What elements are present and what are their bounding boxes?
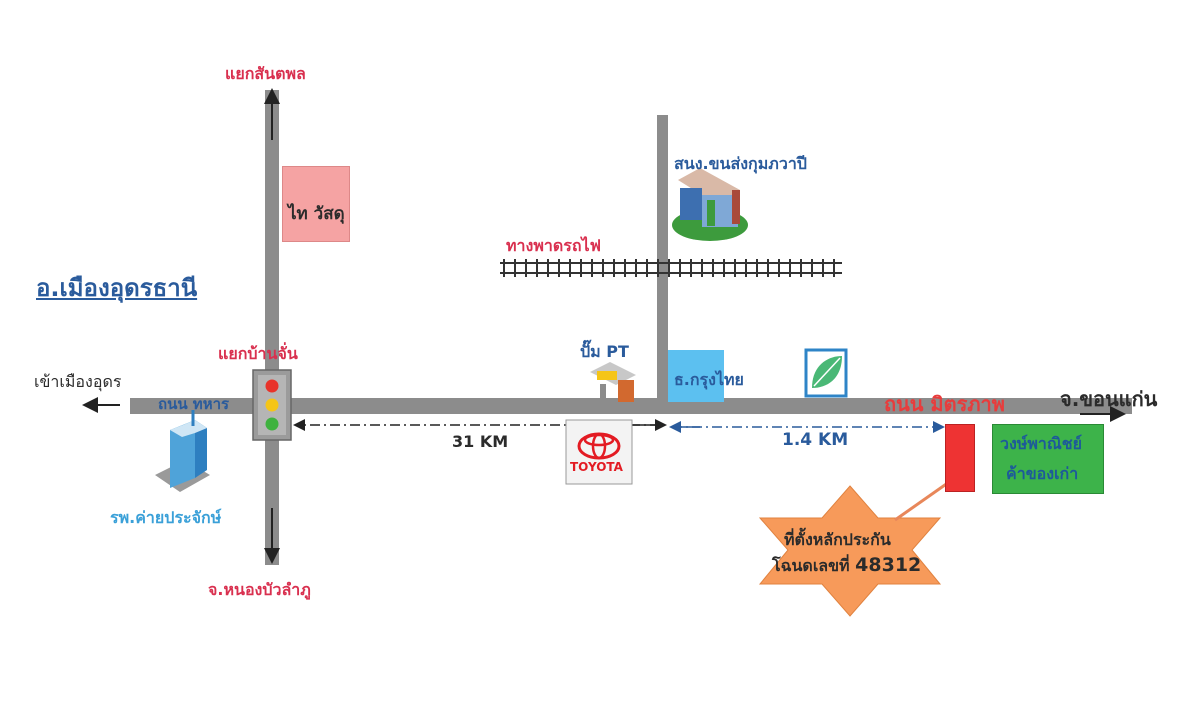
distance-1-4km-label: 1.4 KM bbox=[782, 430, 849, 450]
east-destination-label: จ.ขอนแก่น bbox=[1060, 387, 1158, 411]
store-box bbox=[282, 166, 350, 242]
property-marker bbox=[945, 424, 975, 492]
railway-track bbox=[500, 259, 842, 277]
office-building-icon bbox=[672, 168, 748, 241]
distance-31km-label: 31 KM bbox=[452, 432, 509, 451]
district-title: อ.เมืองอุดรธานี bbox=[36, 274, 198, 302]
bank-label: ธ.กรุงไทย bbox=[674, 370, 744, 389]
collateral-location-label: ที่ตั้งหลักประกัน bbox=[784, 530, 891, 549]
shop-label-line2: ค้าของเก่า bbox=[1006, 464, 1079, 483]
hospital-building-icon bbox=[155, 410, 210, 492]
shop-box bbox=[992, 424, 1104, 494]
road-east-label: ถนน มิตรภาพ bbox=[884, 392, 1005, 416]
road-vertical-west bbox=[265, 90, 279, 565]
road-west-label: ถนน ทหาร bbox=[158, 395, 230, 413]
deed-prefix: โฉนดเลขที่ bbox=[772, 556, 850, 575]
gas-station-label: ปั๊ม PT bbox=[580, 342, 629, 361]
office-label: สนง.ขนส่งกุมภวาปี bbox=[674, 154, 807, 173]
hospital-label: รพ.ค่ายประจักษ์ bbox=[110, 508, 222, 527]
deed-number-label: โฉนดเลขที่ 48312 bbox=[772, 554, 921, 579]
road-main-horizontal bbox=[130, 398, 1132, 414]
north-destination-label: แยกสันตพล bbox=[225, 64, 306, 83]
store-label: ไท วัสดุ bbox=[288, 204, 345, 224]
shop-label-line1: วงษ์พาณิชย์ bbox=[1000, 434, 1082, 453]
traffic-light-icon bbox=[252, 369, 292, 441]
railway-label: ทางพาดรถไฟ bbox=[506, 236, 601, 255]
toyota-label: TOYOTA bbox=[570, 460, 623, 474]
deed-number: 48312 bbox=[855, 554, 922, 576]
intersection-label: แยกบ้านจั่น bbox=[218, 344, 298, 363]
gas-station-icon bbox=[590, 362, 636, 402]
bangchak-logo bbox=[804, 348, 848, 398]
star-pointer-line bbox=[894, 478, 953, 522]
toyota-logo bbox=[565, 419, 633, 485]
bank-box bbox=[668, 350, 724, 402]
west-destination-label: เข้าเมืองอุดร bbox=[34, 372, 122, 391]
south-destination-label: จ.หนองบัวลำภู bbox=[208, 580, 311, 599]
